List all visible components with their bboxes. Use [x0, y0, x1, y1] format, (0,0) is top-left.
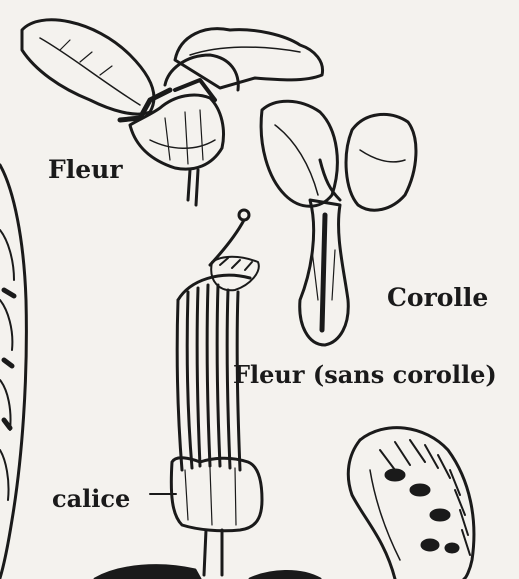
corolla-label: Corolle — [387, 283, 488, 312]
flower-without-corolla-label: Fleur (sans corolle) — [233, 360, 497, 389]
pod-left-drawing — [0, 165, 26, 578]
flower-label: Fleur — [48, 155, 123, 184]
bottom-fragments — [95, 566, 320, 579]
stamens-drawing — [150, 210, 262, 575]
seed-pod-drawing — [348, 428, 474, 579]
calyx-label: calice — [52, 484, 130, 513]
